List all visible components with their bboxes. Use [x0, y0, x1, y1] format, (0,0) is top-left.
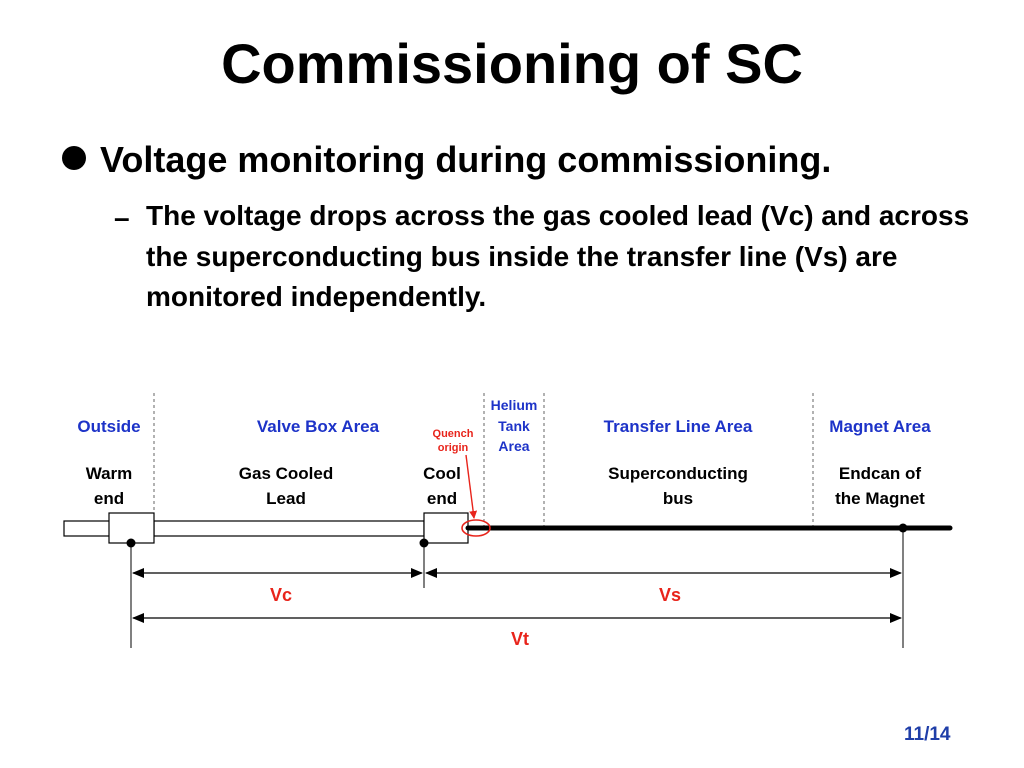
cool-end-label-2: end: [427, 489, 457, 508]
tap-leader-lines: [130, 528, 904, 648]
cool-end-label-1: Cool: [423, 464, 461, 483]
main-bullet-text: Voltage monitoring during commissioning.: [100, 139, 832, 180]
sub-bullet-text: The voltage drops across the gas cooled …: [146, 200, 970, 312]
slide-title: Commissioning of SC: [221, 32, 803, 95]
area-label-transfer-line: Transfer Line Area: [604, 417, 753, 436]
area-label-magnet: Magnet Area: [829, 417, 931, 436]
endcan-label-1: Endcan of: [839, 464, 922, 483]
quench-origin-circle: [461, 519, 491, 537]
bullet-dot-icon: [62, 146, 86, 171]
warm-end-label-1: Warm: [86, 464, 133, 483]
page-number: 11/14: [904, 724, 951, 745]
quench-origin-label-1: Quench: [433, 428, 474, 440]
sc-bus-label-2: bus: [663, 489, 693, 508]
area-label-helium-2: Tank: [498, 418, 530, 434]
sc-bus-label-1: Superconducting: [608, 464, 748, 483]
area-label-valve-box: Valve Box Area: [257, 417, 380, 436]
area-label-helium-3: Area: [498, 438, 529, 454]
main-bullet: Voltage monitoring during commissioning.: [62, 138, 831, 182]
quench-origin-arrow: [465, 454, 478, 519]
gas-cooled-lead-label-2: Lead: [266, 489, 306, 508]
gas-cooled-lead-label-1: Gas Cooled: [239, 464, 333, 483]
warm-end-box: [108, 512, 155, 544]
area-label-helium-1: Helium: [491, 397, 538, 413]
warm-terminal-stub: [63, 520, 111, 537]
vt-label: Vt: [511, 629, 529, 649]
vs-label: Vs: [659, 585, 681, 605]
warm-end-label-2: end: [94, 489, 124, 508]
endcan-label-2: the Magnet: [835, 489, 925, 508]
quench-origin-label-2: origin: [438, 442, 469, 454]
area-dividers: [153, 393, 814, 527]
vc-label: Vc: [270, 585, 292, 605]
sub-bullet-dash: –: [114, 202, 130, 233]
area-label-outside: Outside: [77, 417, 140, 436]
gas-cooled-lead-body: [153, 520, 425, 537]
